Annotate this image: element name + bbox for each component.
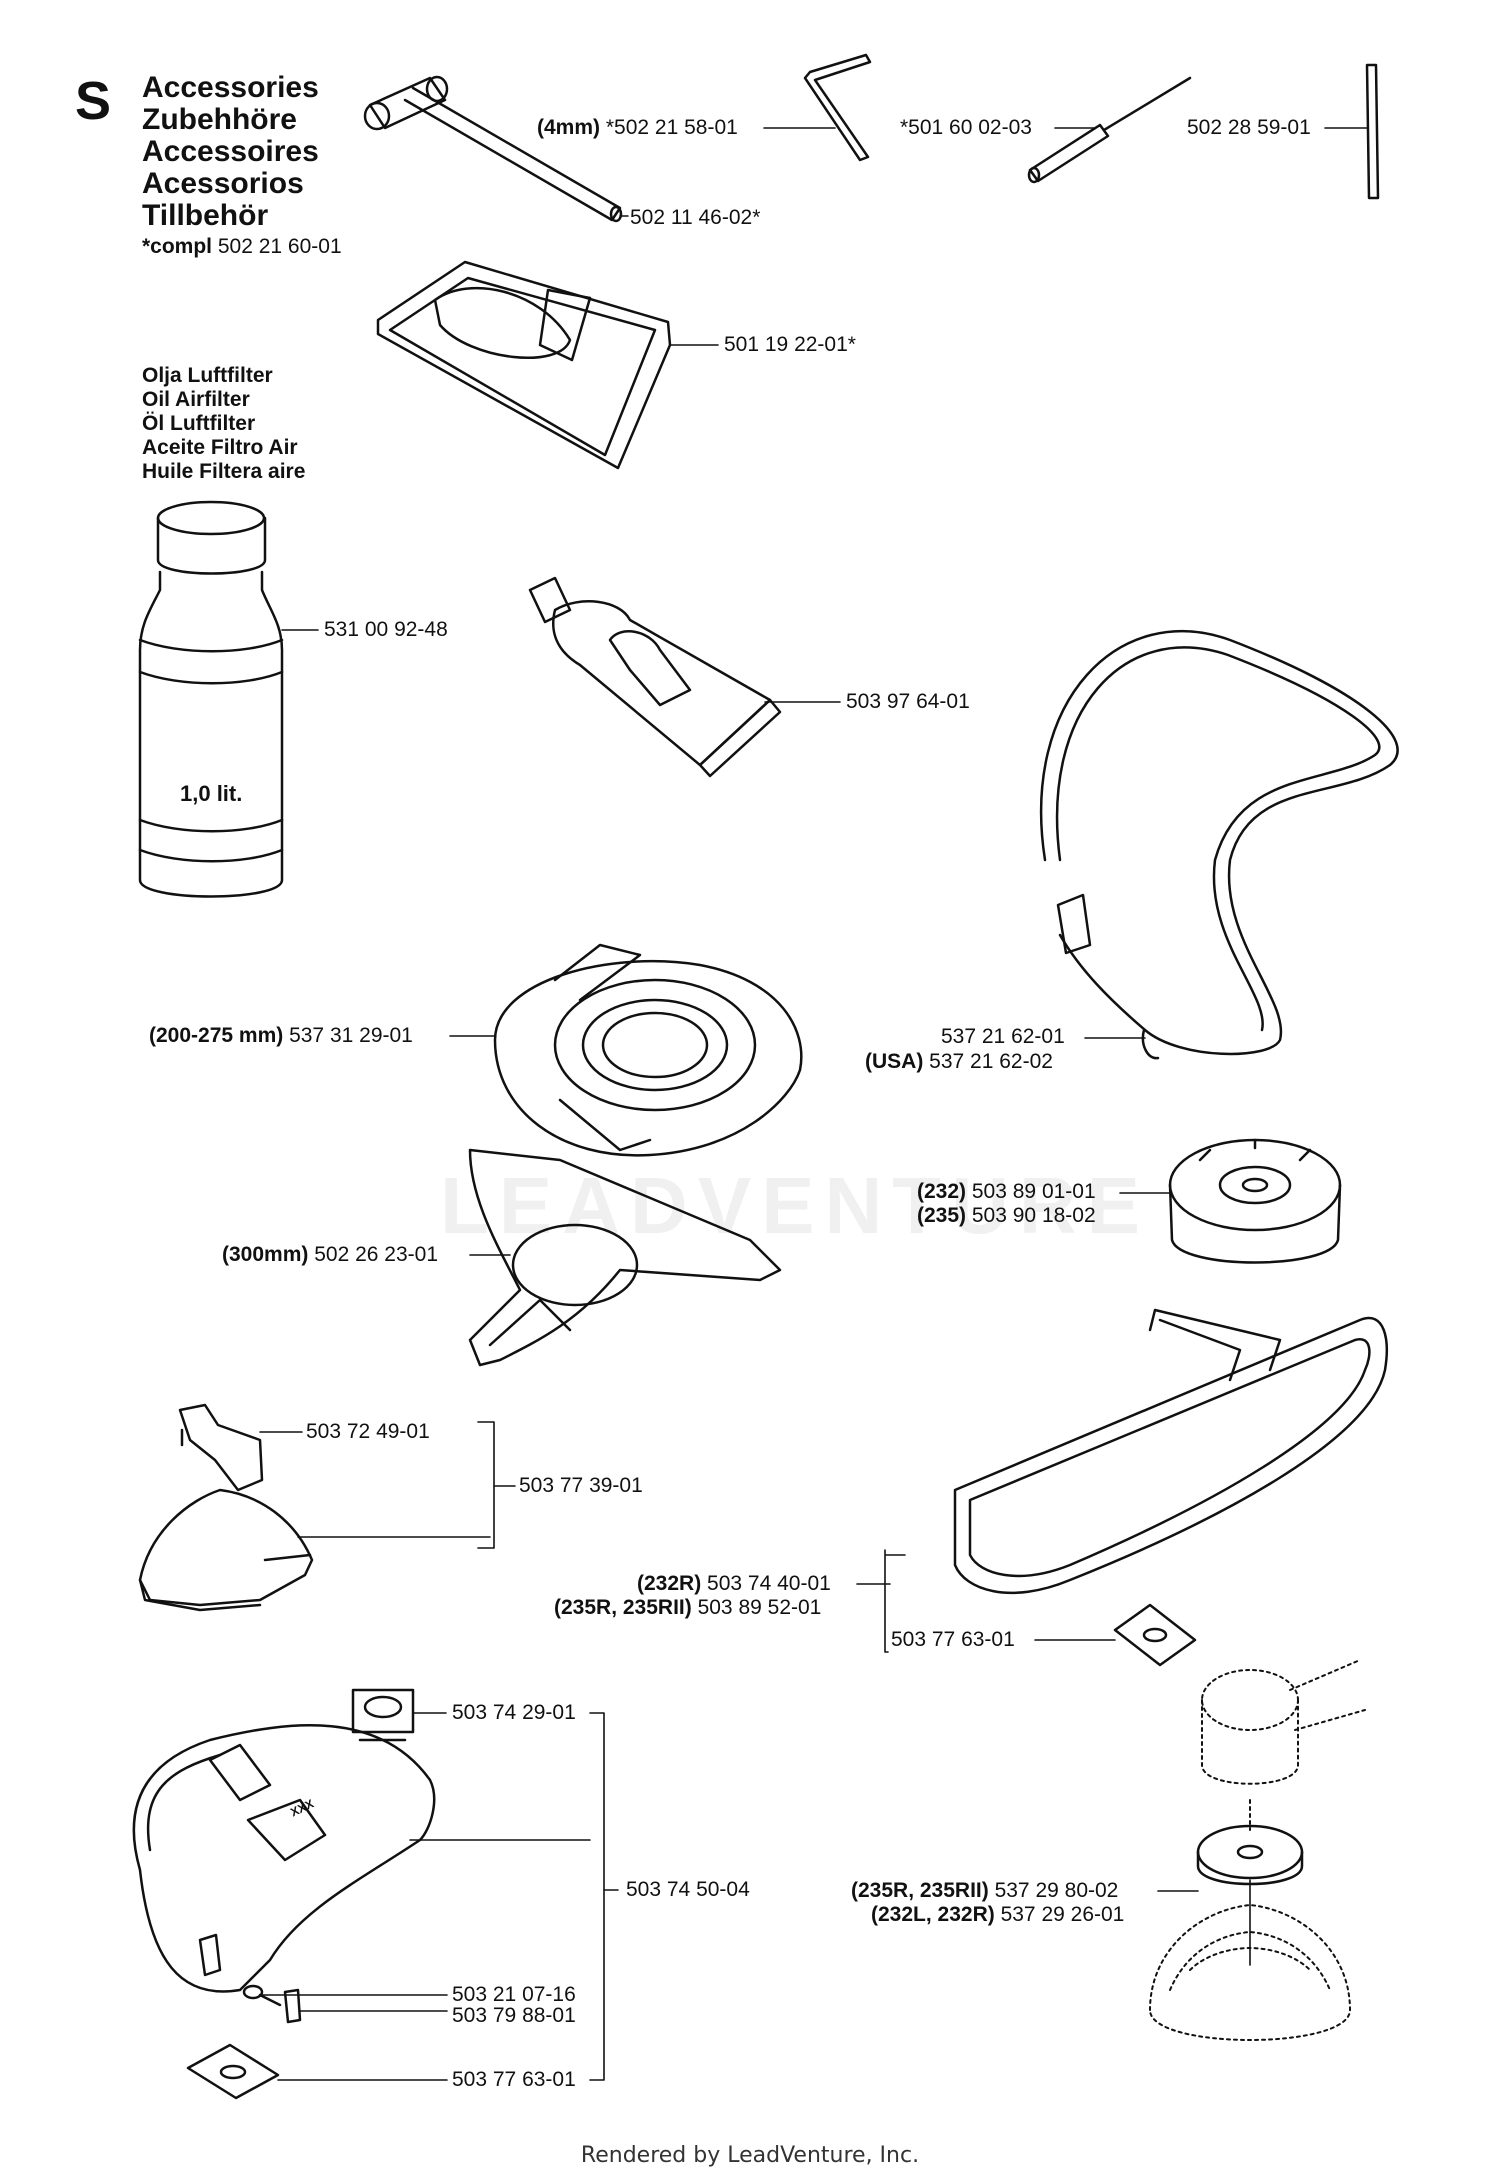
label-screw: 503 21 07-16: [452, 1983, 576, 2006]
grease-tube-drawing: [528, 576, 782, 778]
label-guard-200: (200-275 mm) 537 31 29-01: [149, 1024, 413, 1048]
oil-title-sv: Olja Luftfilter: [142, 364, 273, 387]
label-guard-235r: (235R, 235RII) 503 89 52-01: [554, 1596, 821, 1620]
cup-235-prefix: (235): [917, 1204, 967, 1227]
label-harness: 537 21 62-01: [941, 1025, 1065, 1048]
disc-235-prefix: (235R, 235RII): [851, 1879, 989, 1902]
guard-235r-number: 503 89 52-01: [697, 1596, 822, 1619]
title-es: Acessorios: [142, 167, 304, 200]
title-en: Accessories: [142, 71, 319, 104]
disc-235-number: 537 29 80-02: [994, 1879, 1119, 1902]
hex-key-prefix: (4mm): [537, 116, 601, 139]
guard-300-number: 502 26 23-01: [314, 1243, 438, 1266]
bottle-text: 1,0 lit.: [180, 781, 243, 806]
label-cup-232: (232) 503 89 01-01: [917, 1180, 1096, 1204]
oil-title-de: Öl Luftfilter: [142, 412, 256, 435]
label-bracket: 503 72 49-01: [306, 1420, 430, 1443]
harness-usa-prefix: (USA): [865, 1050, 924, 1073]
plate-right-drawing: [1113, 1603, 1197, 1667]
cup-232-prefix: (232): [917, 1180, 967, 1203]
oil-title-es: Aceite Filtro Air: [142, 436, 298, 459]
small-guard-drawing: [138, 1488, 314, 1612]
label-large-guard-kit: 503 74 50-04: [626, 1878, 750, 1901]
label-rod: 502 28 59-01: [1187, 116, 1311, 139]
cup-235-number: 503 90 18-02: [971, 1204, 1096, 1227]
label-decal: 503 74 29-01: [452, 1701, 576, 1724]
label-oil-bottle: 531 00 92-48: [324, 618, 448, 641]
disc-drawing: [1196, 1824, 1304, 1886]
label-plate-left: 503 77 63-01: [452, 2068, 576, 2091]
compl-note: *compl 502 21 60-01: [142, 235, 342, 259]
hex-key-drawing: [803, 53, 872, 162]
label-small-guard-kit: 503 77 39-01: [519, 1474, 643, 1497]
label-guard-300: (300mm) 502 26 23-01: [222, 1243, 438, 1267]
guard-232r-drawing: [953, 1308, 1388, 1595]
socket-wrench-drawing: [363, 75, 623, 223]
label-hex-key: (4mm) *502 21 58-01: [537, 116, 738, 140]
trimmer-head-drawing: [1149, 1659, 1366, 2041]
screw-drawing: [242, 1984, 282, 2007]
label-cup-235: (235) 503 90 18-02: [917, 1204, 1096, 1228]
guard-232r-prefix: (232R): [637, 1572, 702, 1595]
hex-key-number: *502 21 58-01: [605, 116, 738, 139]
cup-232-number: 503 89 01-01: [971, 1180, 1096, 1203]
rod-drawing: [1365, 63, 1380, 200]
guard-large-drawing: [132, 1724, 436, 1993]
screwdriver-drawing: [1027, 76, 1192, 184]
oil-title-fr: Huile Filtera aire: [142, 460, 306, 483]
label-screwdriver: *501 60 02-03: [900, 116, 1032, 139]
leader-lines: [259, 127, 1368, 2081]
label-clip: 503 79 88-01: [452, 2004, 576, 2027]
decal-drawing: [351, 1688, 415, 1742]
label-socket-wrench: 502 11 46-02*: [630, 206, 761, 229]
section-letter: S: [75, 71, 112, 131]
label-disc-235: (235R, 235RII) 537 29 80-02: [851, 1879, 1118, 1903]
compl-prefix: *compl: [142, 235, 213, 258]
title-fr: Accessoires: [142, 135, 319, 168]
compl-number: 502 21 60-01: [217, 235, 342, 258]
label-disc-232: (232L, 232R) 537 29 26-01: [871, 1903, 1124, 1927]
label-plate-right: 503 77 63-01: [891, 1628, 1015, 1651]
harness-usa-number: 537 21 62-02: [929, 1050, 1053, 1073]
guard-300-prefix: (300mm): [222, 1243, 309, 1266]
plate-left-drawing: [186, 2043, 280, 2100]
title-de: Zubehhöre: [142, 103, 297, 136]
guard-200-prefix: (200-275 mm): [149, 1024, 284, 1047]
harness-drawing: [1039, 629, 1399, 1060]
label-harness-usa: (USA) 537 21 62-02: [865, 1050, 1053, 1074]
disc-232-prefix: (232L, 232R): [871, 1903, 995, 1926]
label-guard-232r: (232R) 503 74 40-01: [637, 1572, 831, 1596]
guard-200-drawing: [493, 943, 803, 1157]
watermark: LEADVENTURE: [440, 1161, 1151, 1250]
oil-bottle-drawing: [138, 500, 284, 898]
clip-drawing: [283, 1988, 302, 2024]
cup-drawing: [1168, 1138, 1342, 1264]
guard-232r-number: 503 74 40-01: [707, 1572, 831, 1595]
title-sv: Tillbehör: [142, 199, 269, 232]
guard-300-drawing: [468, 1148, 782, 1367]
label-tool-bag: 501 19 22-01*: [724, 333, 856, 356]
guard-200-number: 537 31 29-01: [289, 1024, 413, 1047]
label-grease-tube: 503 97 64-01: [846, 690, 970, 713]
bracket-drawing: [178, 1403, 264, 1492]
tool-bag-drawing: [376, 260, 672, 470]
oil-title-en: Oil Airfilter: [142, 388, 250, 411]
disc-232-number: 537 29 26-01: [1000, 1903, 1125, 1926]
footer: Rendered by LeadVenture, Inc.: [580, 2143, 920, 2168]
guard-235r-prefix: (235R, 235RII): [554, 1596, 692, 1619]
